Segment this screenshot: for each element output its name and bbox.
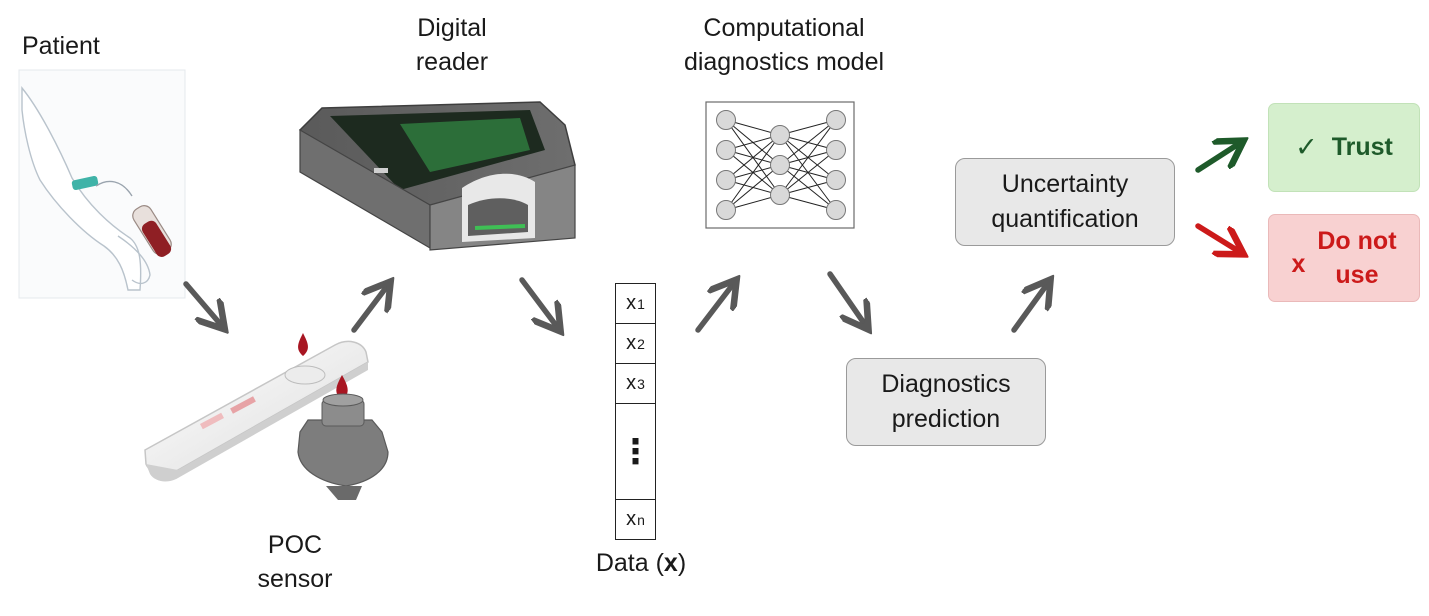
model-label-line2: diagnostics model	[683, 48, 885, 76]
poc-sensor-label-line2: sensor	[257, 565, 333, 593]
poc-sensor-label-line1: POC	[267, 531, 323, 559]
do-not-use-line1: Do not	[1317, 227, 1397, 255]
digital-reader-label-line2: reader	[415, 48, 489, 76]
patient-label-text: Patient	[22, 32, 100, 60]
arrow-to-do-not-use	[1195, 223, 1240, 252]
arrow-poc-to-reader	[351, 285, 388, 333]
uncertainty-line1: Uncertainty	[1001, 170, 1129, 198]
cross-icon: x	[1291, 249, 1306, 278]
digital-reader-label-line1: Digital	[417, 14, 487, 42]
do-not-use-outcome-box: x Do not use	[1268, 214, 1420, 302]
arrow-data-to-model	[695, 283, 734, 333]
data-label-prefix: Data (	[595, 549, 664, 577]
poc-sensor-illustration	[144, 333, 389, 500]
digital-reader-illustration	[298, 101, 576, 251]
neural-network-illustration	[705, 101, 855, 229]
prediction-line2: prediction	[891, 405, 1001, 433]
model-label-line1: Computational	[703, 14, 865, 42]
patient-label: Patient	[22, 29, 100, 63]
arrow-patient-to-poc	[183, 281, 222, 326]
vector-cell-ellipsis: ⋮	[615, 404, 656, 500]
trust-outcome-box: ✓ Trust	[1268, 103, 1420, 192]
prediction-line1: Diagnostics	[881, 370, 1011, 398]
arrow-reader-to-data	[519, 277, 558, 328]
data-label-symbol: x	[663, 549, 678, 577]
patient-arm-illustration	[18, 69, 186, 299]
checkmark-icon: ✓	[1295, 132, 1318, 162]
uncertainty-quantification-box: Uncertainty quantification	[955, 158, 1175, 246]
diagnostics-prediction-box: Diagnostics prediction	[846, 358, 1046, 446]
data-label-suffix: )	[677, 549, 687, 577]
data-label: Data (x)	[586, 546, 696, 580]
arrow-to-trust	[1195, 143, 1240, 173]
do-not-use-line2: use	[1335, 261, 1379, 289]
arrow-prediction-to-uncertainty	[1011, 283, 1048, 333]
digital-reader-label: Digital reader	[392, 11, 512, 79]
poc-sensor-label: POC sensor	[240, 528, 350, 596]
model-label: Computational diagnostics model	[652, 11, 916, 79]
trust-label: Trust	[1331, 133, 1393, 161]
uncertainty-line2: quantification	[991, 205, 1139, 233]
arrow-model-to-prediction	[827, 271, 866, 326]
